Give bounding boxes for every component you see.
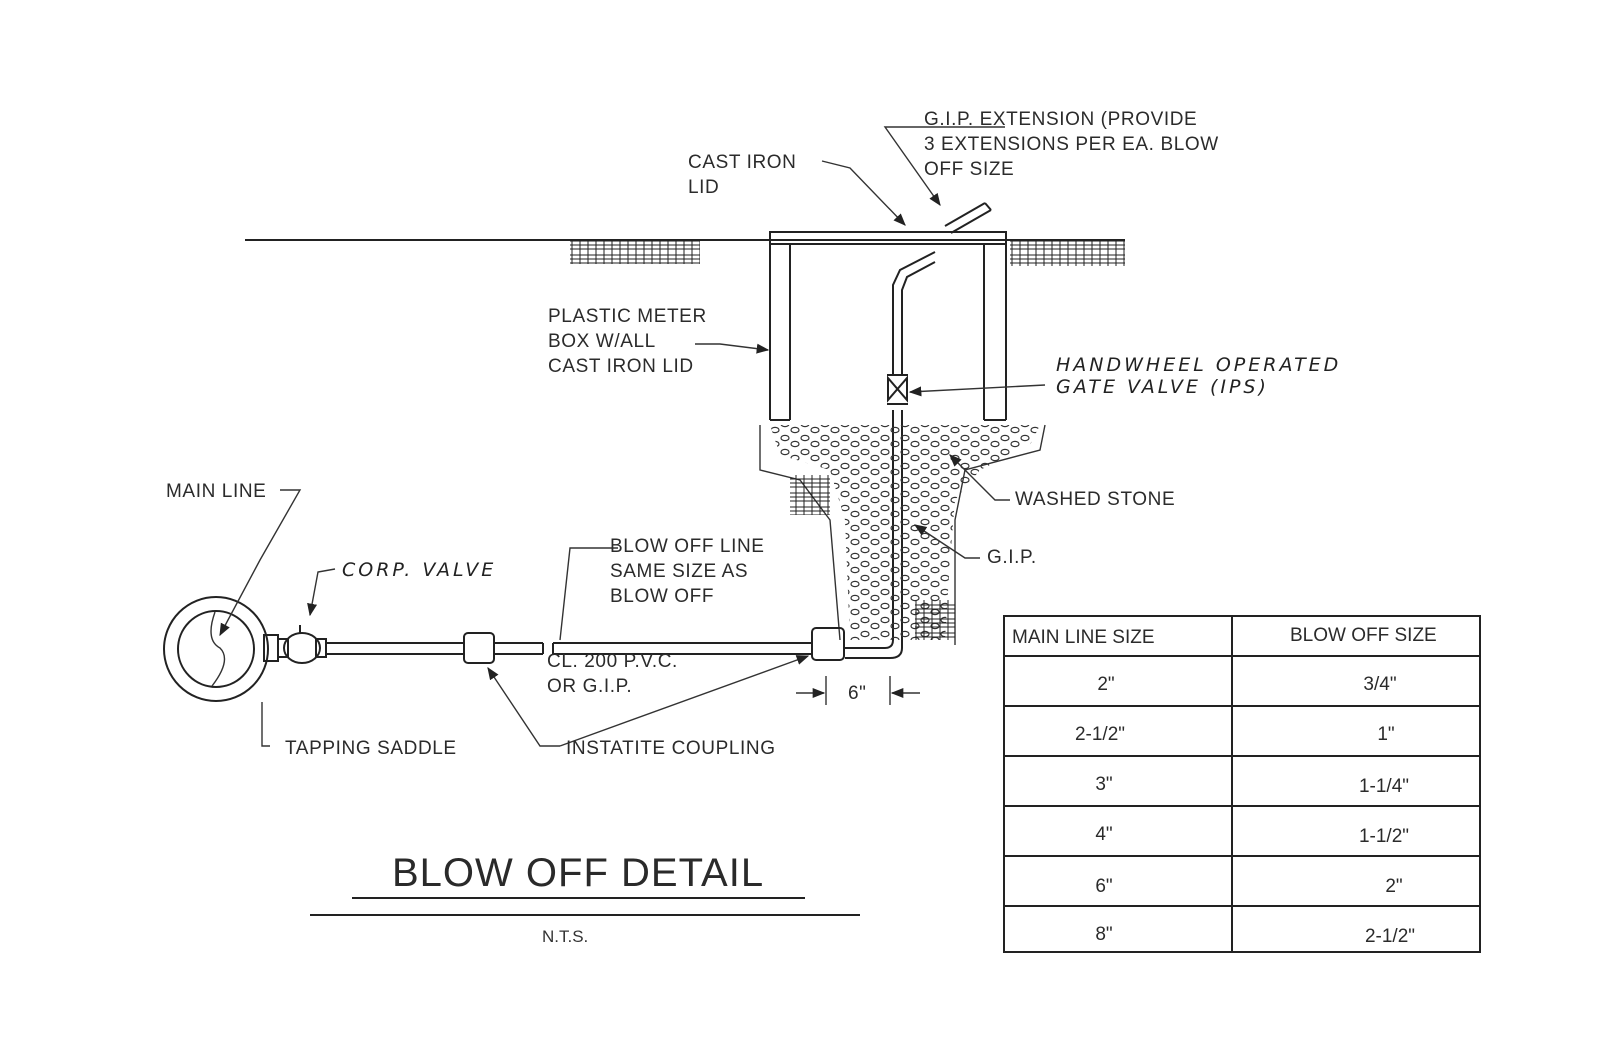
gate-valve-symbol (887, 374, 908, 405)
dimension-6in (796, 676, 920, 705)
meter-box (769, 231, 1007, 421)
label-gip-extension-3: OFF SIZE (924, 159, 1014, 180)
gip-extension-handle (944, 202, 992, 234)
main-line-pipe (163, 596, 279, 702)
label-tapping-saddle: TAPPING SADDLE (285, 738, 457, 759)
label-plastic-meter-box-2: BOX W/ALL (548, 331, 656, 352)
label-blow-off-line-2: SAME SIZE AS (610, 561, 748, 582)
label-blow-off-line-1: BLOW OFF LINE (610, 536, 765, 557)
washed-stone-pit (759, 424, 1046, 645)
table-cell: 1" (1377, 724, 1394, 745)
label-plastic-meter-box-3: CAST IRON LID (548, 356, 694, 377)
leader-lines (219, 126, 1046, 747)
table-cell: 1-1/2" (1359, 826, 1409, 847)
label-dimension: 6" (848, 683, 867, 704)
label-cast-iron-lid-1: CAST IRON (688, 152, 797, 173)
soil-hatch-pit-right (915, 600, 955, 640)
soil-hatch-right (1010, 240, 1125, 266)
label-gip-extension-1: G.I.P. EXTENSION (PROVIDE (924, 109, 1197, 130)
table-cell: 2" (1097, 674, 1114, 695)
label-plastic-meter-box-1: PLASTIC METER (548, 306, 707, 327)
coupling-right (811, 627, 845, 661)
label-blow-off-line-3: BLOW OFF (610, 586, 714, 607)
table-cell: 2-1/2" (1075, 724, 1125, 745)
table-cell: 2-1/2" (1365, 926, 1415, 947)
size-table: MAIN LINE SIZE BLOW OFF SIZE 2" 3/4" 2-1… (1003, 615, 1481, 953)
label-gip: G.I.P. (987, 547, 1037, 568)
table-header-blow-off-size: BLOW OFF SIZE (1290, 625, 1437, 646)
table-cell: 6" (1095, 876, 1112, 897)
table-cell: 3" (1095, 774, 1112, 795)
soil-hatch-pit-left (790, 475, 830, 515)
table-cell: 8" (1095, 924, 1112, 945)
label-coupling: INSTATITE COUPLING (566, 738, 776, 759)
label-pvc-2: OR G.I.P. (547, 676, 632, 697)
label-cast-iron-lid-2: LID (688, 177, 719, 198)
corp-valve (277, 625, 327, 664)
label-gate-valve-1: HANDWHEEL OPERATED (1056, 354, 1341, 376)
riser-pipe (845, 251, 936, 659)
coupling-left (463, 632, 495, 664)
label-gate-valve-2: GATE VALVE (IPS) (1056, 376, 1269, 398)
soil-hatch-left (570, 240, 700, 264)
label-main-line: MAIN LINE (166, 481, 266, 502)
table-header-main-line-size: MAIN LINE SIZE (1012, 627, 1155, 648)
table-cell: 3/4" (1363, 674, 1396, 695)
label-pvc-1: CL. 200 P.V.C. (547, 651, 678, 672)
label-washed-stone: WASHED STONE (1015, 489, 1175, 510)
drawing-title: BLOW OFF DETAIL (392, 851, 764, 895)
table-cell: 4" (1095, 824, 1112, 845)
table-cell: 1-1/4" (1359, 776, 1409, 797)
table-cell: 2" (1385, 876, 1402, 897)
blow-off-line-pipe (326, 627, 845, 664)
label-corp-valve: CORP. VALVE (342, 559, 496, 581)
label-gip-extension-2: 3 EXTENSIONS PER EA. BLOW (924, 134, 1219, 155)
scale-note: N.T.S. (542, 927, 588, 946)
